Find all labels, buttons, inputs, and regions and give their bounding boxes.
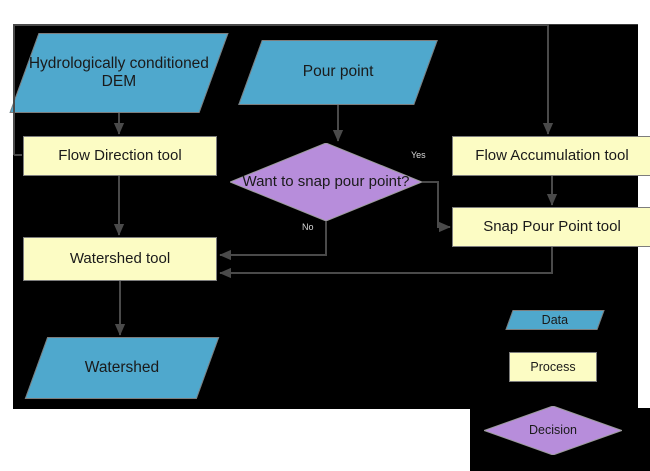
legend-label-process: Process	[530, 359, 576, 374]
node-label: Watershed tool	[69, 250, 171, 268]
node-label: Flow Accumulation tool	[475, 147, 629, 165]
legend-item-decision: Decision	[484, 406, 622, 455]
node-flow-direction-tool[interactable]: Flow Direction tool	[23, 136, 217, 176]
edge-label-no: No	[302, 222, 314, 232]
diamond-shape-icon	[230, 143, 422, 221]
node-label: Want to snap pour point?	[242, 173, 410, 191]
node-label: Flow Direction tool	[58, 147, 182, 165]
node-watershed[interactable]: Watershed	[24, 337, 220, 399]
node-label: Hydrologically conditioned DEM	[28, 54, 210, 90]
node-watershed-tool[interactable]: Watershed tool	[23, 237, 217, 281]
legend-label-decision: Decision	[529, 423, 577, 438]
legend-item-process: Process	[509, 352, 597, 382]
node-label: Pour point	[302, 63, 374, 81]
edge-label-yes: Yes	[411, 150, 426, 160]
node-want-to-snap-pour-point[interactable]: Want to snap pour point?	[230, 143, 422, 221]
node-label: Snap Pour Point tool	[483, 218, 621, 236]
legend-item-data: Data	[505, 310, 605, 330]
node-label: Watershed	[84, 358, 160, 376]
legend-label-data: Data	[541, 312, 569, 327]
node-pour-point[interactable]: Pour point	[238, 40, 438, 105]
node-flow-accumulation-tool[interactable]: Flow Accumulation tool	[452, 136, 650, 176]
node-hydrologically-conditioned-dem[interactable]: Hydrologically conditioned DEM	[9, 33, 229, 113]
diamond-shape-icon	[484, 406, 622, 455]
node-snap-pour-point-tool[interactable]: Snap Pour Point tool	[452, 207, 650, 247]
